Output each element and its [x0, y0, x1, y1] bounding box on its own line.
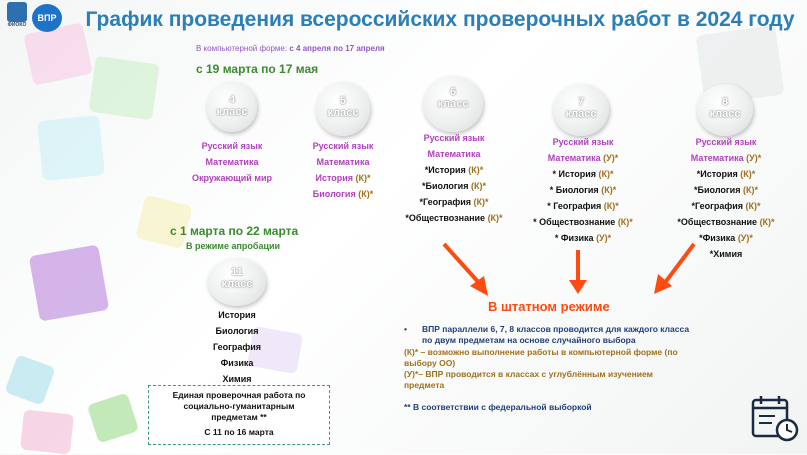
grade-7-number: 7: [577, 96, 585, 108]
subject-item: Химия: [222, 374, 252, 384]
puzzle-decor-cyan: [4, 354, 56, 406]
subject-item: *Обществознание (К)*: [677, 217, 775, 227]
subject-item: Русский язык: [423, 133, 485, 143]
u-note-line1: (У)*– ВПР проводится в классах с углублё…: [404, 369, 653, 379]
subject-item: Математика (У)*: [690, 153, 762, 163]
grade-5-subjects: Русский язык Математика История (К)* Био…: [298, 138, 388, 202]
subject-item: *Физика (У)*: [699, 233, 753, 243]
grade-11-subjects: История Биология География Физика Химия: [192, 307, 282, 387]
grade-8-label: класс: [709, 108, 741, 120]
arrow-icon: [442, 242, 488, 296]
grade-11-label: класс: [221, 278, 253, 290]
grade-4-subjects: Русский язык Математика Окружающий мир: [187, 138, 277, 186]
k-note-line1: (К)* – возможно выполнение работы в комп…: [404, 347, 678, 357]
subject-item: История: [218, 310, 256, 320]
subject-item: *Биология (К)*: [422, 181, 486, 191]
grade-11-number: 11: [231, 266, 243, 278]
subject-item: История (К)*: [315, 173, 371, 183]
grade-6-label: класс: [437, 98, 469, 110]
fioko-logo: ФИОКО: [4, 2, 30, 36]
grade-6-circle: 6 класс: [423, 76, 483, 132]
puzzle-decor-purple: [28, 244, 110, 322]
federal-note: ** В соответствии с федеральной выборкой: [404, 402, 592, 412]
subject-item: География: [212, 342, 262, 352]
puzzle-decor-green: [88, 55, 160, 121]
arrow-icon: [569, 250, 587, 294]
u-note-line2: предмета: [404, 380, 445, 390]
subject-item: * География (К)*: [547, 201, 619, 211]
subject-item: *Биология (К)*: [694, 185, 758, 195]
note-line2: по двум предметам на основе случайного в…: [422, 335, 636, 345]
computer-form-note: В компьютерной форме: с 4 апреля по 17 а…: [196, 44, 385, 53]
grade-4-circle: 4 класс: [207, 82, 257, 132]
social-box-line1: Единая проверочная работа по: [172, 390, 306, 400]
u-note: (У)*– ВПР проводится в классах с углублё…: [404, 369, 653, 391]
period-11: с 1 марта по 22 марта: [170, 224, 299, 238]
approbation-label: В режиме апробации: [186, 241, 281, 251]
grade-8-subjects: Русский язык Математика (У)* *История (К…: [668, 134, 784, 262]
computer-form-prefix: В компьютерной форме:: [196, 44, 288, 53]
social-box-dates: С 11 по 16 марта: [204, 427, 274, 437]
subject-item: Математика (У)*: [547, 153, 619, 163]
subject-item: Окружающий мир: [191, 173, 273, 183]
subject-item: Русский язык: [312, 141, 374, 151]
subject-item: Математика: [316, 157, 370, 167]
subject-item: Математика: [427, 149, 481, 159]
grade-5-circle: 5 класс: [316, 82, 370, 136]
puzzle-decor-pink2: [20, 409, 74, 455]
subject-item: *Обществознание (К)*: [405, 213, 503, 223]
grade-4-number: 4: [228, 94, 236, 106]
puzzle-decor-yellow: [135, 194, 193, 250]
arrow-icon: [654, 242, 696, 294]
grade-6-subjects: Русский язык Математика *История (К)* *Б…: [400, 130, 508, 226]
k-note: (К)* – возможно выполнение работы в комп…: [404, 347, 678, 369]
period-main: с 19 марта по 17 мая: [196, 62, 319, 76]
bullet: •: [404, 324, 407, 334]
grade-7-label: класс: [565, 108, 597, 120]
fioko-logo-text: ФИОКО: [7, 22, 27, 28]
vpr-logo: ВПР: [32, 4, 62, 32]
subject-item: * Обществознание (К)*: [533, 217, 633, 227]
puzzle-decor-green2: [86, 392, 140, 444]
grade-8-number: 8: [721, 96, 729, 108]
grade-5-number: 5: [339, 95, 347, 107]
subject-item: * История (К)*: [552, 169, 614, 179]
grade-8-circle: 8 класс: [697, 84, 753, 136]
subject-item: Русский язык: [552, 137, 614, 147]
social-humanitarian-box: Единая проверочная работа по социально-г…: [148, 385, 330, 445]
subject-item: Математика: [205, 157, 259, 167]
grade-5-label: класс: [327, 107, 359, 119]
fioko-logo-icon: [7, 2, 27, 22]
notes-block: • ВПР параллели 6, 7, 8 классов проводитс…: [404, 324, 689, 346]
note-line1: ВПР параллели 6, 7, 8 классов проводится…: [422, 324, 690, 334]
subject-item: Русский язык: [695, 137, 757, 147]
subject-item: * Биология (К)*: [549, 185, 617, 195]
subject-item: Биология: [215, 326, 259, 336]
subject-item: Физика: [220, 358, 254, 368]
subject-item: *География (К)*: [419, 197, 489, 207]
page-title: График проведения всероссийских провероч…: [85, 8, 795, 31]
grade-6-number: 6: [449, 86, 457, 98]
puzzle-decor-blue: [37, 114, 105, 182]
subject-item: *История (К)*: [696, 169, 756, 179]
grade-11-circle: 11 класс: [208, 258, 266, 306]
social-box-line2: социально-гуманитарным: [183, 401, 295, 411]
grade-4-label: класс: [216, 106, 248, 118]
k-note-line2: выбору ОО): [404, 358, 456, 368]
subject-item: *Химия: [709, 249, 743, 259]
subject-item: Русский язык: [201, 141, 263, 151]
social-box-line3: предметам **: [211, 412, 267, 422]
subject-item: * Физика (У)*: [554, 233, 612, 243]
grade-7-subjects: Русский язык Математика (У)* * История (…: [528, 134, 638, 246]
subject-item: *История (К)*: [424, 165, 484, 175]
computer-form-dates: с 4 апреля по 17 апреля: [289, 44, 385, 53]
subject-item: Биология (К)*: [312, 189, 374, 199]
vpr-logo-text: ВПР: [37, 13, 57, 23]
subject-item: *География (К)*: [691, 201, 761, 211]
grade-7-circle: 7 класс: [553, 84, 609, 136]
standard-mode-heading: В штатном режиме: [488, 299, 610, 314]
calendar-clock-icon: [751, 396, 799, 442]
